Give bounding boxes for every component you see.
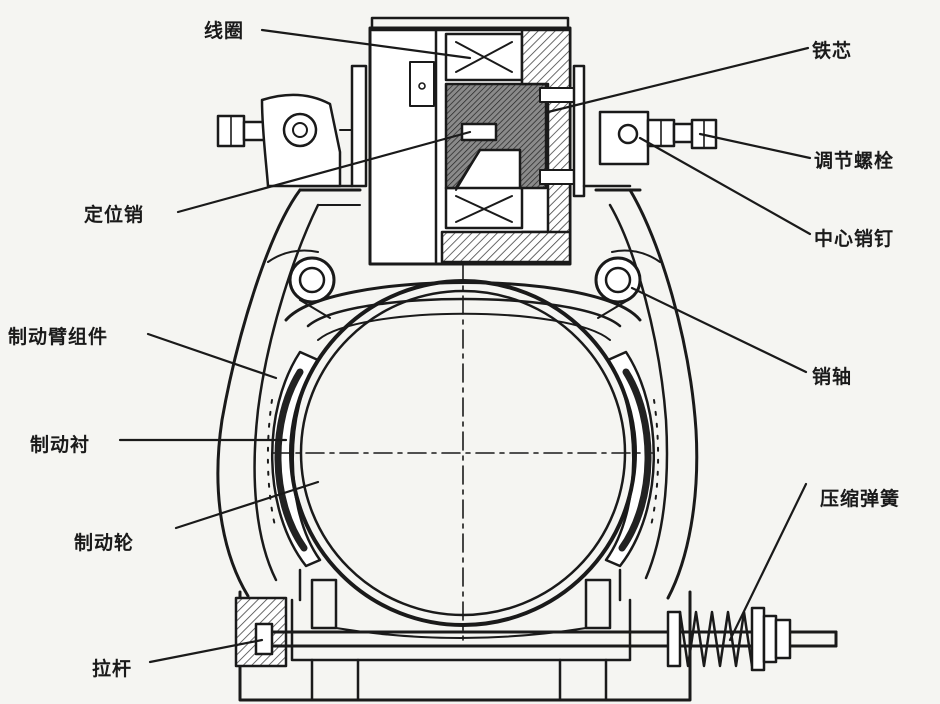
label-pull-rod: 拉杆	[92, 658, 133, 680]
pin-shaft-right	[594, 256, 642, 304]
brake-lining-right	[618, 368, 652, 552]
label-adjusting-bolt: 调节螺栓	[814, 150, 895, 172]
pin-shaft-left	[288, 256, 336, 304]
label-iron-core: 铁芯	[812, 40, 853, 62]
label-pin-shaft: 销轴	[812, 366, 853, 388]
leader-lines	[118, 28, 812, 664]
label-locating-pin: 定位销	[84, 204, 145, 226]
pull-rod-assembly	[254, 606, 838, 672]
compression-spring-coils	[678, 610, 754, 668]
label-brake-wheel: 制动轮	[74, 532, 135, 554]
base	[238, 568, 692, 702]
label-center-pin: 中心销钉	[814, 228, 895, 250]
brake-lining-left	[274, 368, 308, 552]
left-bolt-bracket	[216, 93, 353, 188]
brake-wheel	[271, 261, 655, 641]
label-coil: 线圈	[204, 20, 245, 42]
label-brake-lining: 制动衬	[30, 434, 91, 456]
label-compression-spring: 压缩弹簧	[820, 488, 901, 510]
electromagnet	[298, 16, 632, 266]
label-brake-arm-assembly: 制动臂组件	[8, 326, 109, 348]
right-bolt-bracket	[598, 110, 718, 166]
